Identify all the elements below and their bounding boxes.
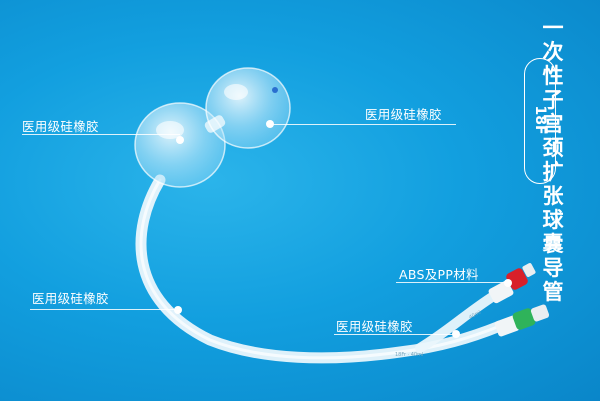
catheter-upper-branch — [415, 287, 505, 353]
callout-label-hub: ABS及PP材料 — [399, 267, 479, 282]
callout-dot — [452, 330, 460, 338]
callout-label-shaft: 医用级硅橡胶 — [32, 291, 109, 306]
size-label: 18F — [532, 105, 548, 135]
leader-line — [22, 134, 180, 135]
leader-line — [396, 282, 508, 283]
size-badge — [524, 58, 556, 184]
catheter-tip — [272, 87, 278, 93]
svg-text:40ml: 40ml — [468, 310, 482, 321]
leader-line — [334, 334, 456, 335]
callout-dot — [176, 136, 184, 144]
green-valve — [494, 304, 550, 337]
callout-label-balloon-right: 医用级硅橡胶 — [365, 107, 442, 122]
callout-label-balloon-left: 医用级硅橡胶 — [22, 119, 99, 134]
shaft-marking: 18Fr · 40ml — [395, 352, 423, 358]
leader-line — [270, 124, 456, 125]
leader-line — [30, 309, 178, 310]
callout-dot — [174, 306, 182, 314]
callout-label-branch: 医用级硅橡胶 — [336, 319, 413, 334]
balloon-left — [134, 102, 226, 188]
balloon-right — [205, 67, 291, 149]
callout-dot — [504, 279, 512, 287]
